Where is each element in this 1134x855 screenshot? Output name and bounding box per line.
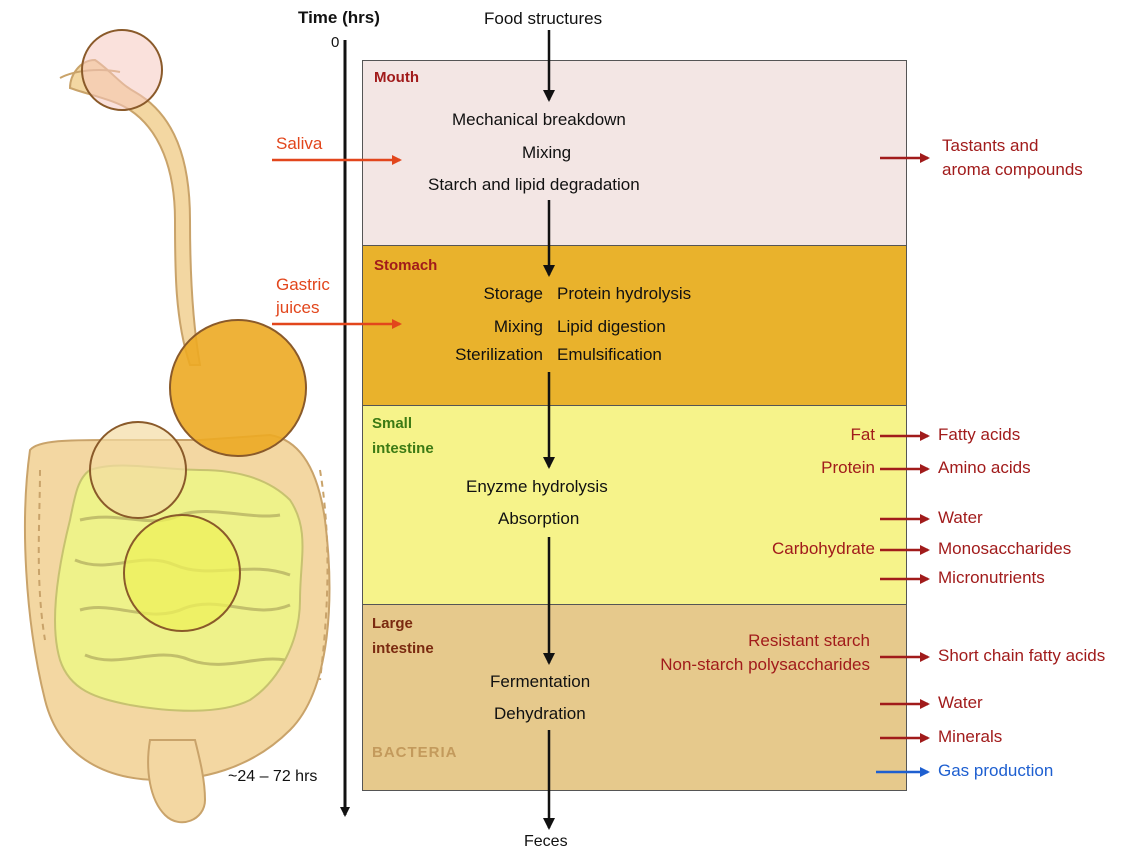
flow-arrows-layer [0,0,1134,855]
